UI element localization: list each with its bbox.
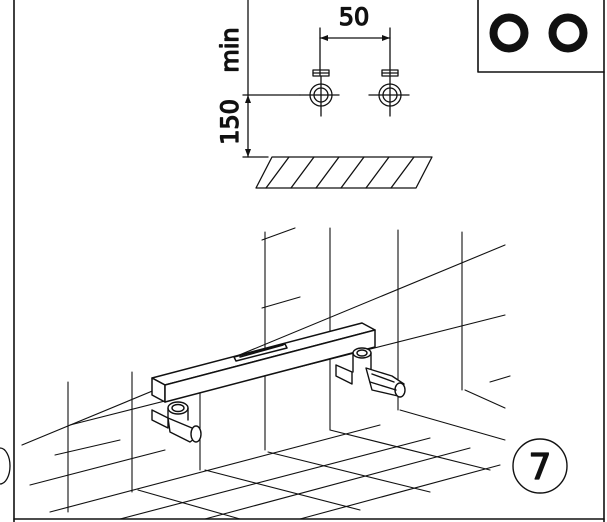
step-indicator [512,438,568,494]
valve-right [335,347,406,398]
spacing-dimension-label: 50 [339,3,370,31]
height-dimension-label: 150 [216,99,244,145]
dimension-detail [242,0,433,189]
valve-left [151,401,202,443]
step-number: 7 [529,447,552,488]
valve-block [151,322,376,403]
pipe-fitting-right [368,69,410,117]
height-suffix-label: min [216,27,244,72]
double-ring-badge [477,0,605,73]
pipe-fitting-left [299,69,340,117]
floor-hatch [255,156,433,189]
